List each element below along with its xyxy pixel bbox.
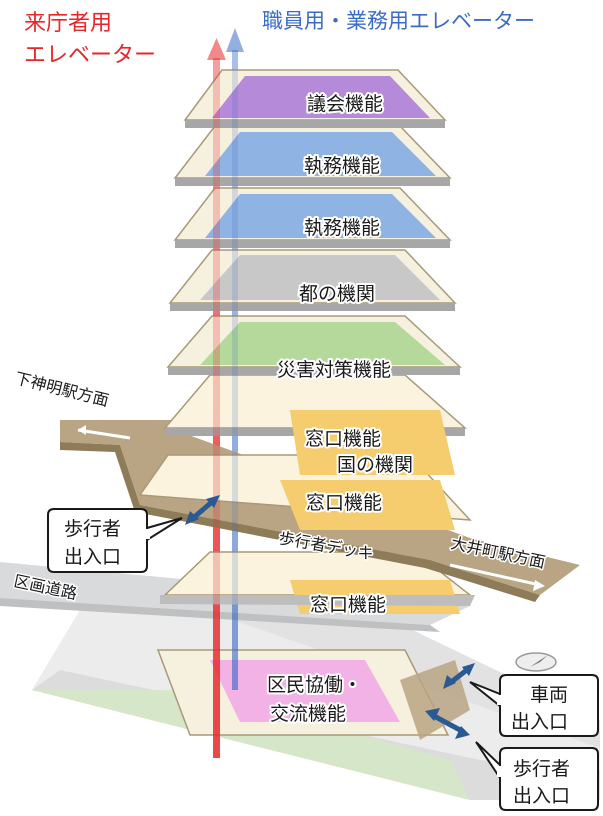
floor-label-community-1: 区民協働・ <box>267 674 362 696</box>
right-entrance-label-2: 出入口 <box>513 785 570 807</box>
floor-label-window-3: 窓口機能 <box>305 428 381 450</box>
vehicle-entrance-label-2: 出入口 <box>511 711 568 733</box>
vehicle-entrance-label-1: 車両 <box>530 684 568 706</box>
floor-label-assembly: 議会機能 <box>307 93 383 115</box>
floor-1 <box>160 551 475 614</box>
floor-6 <box>173 187 452 248</box>
vehicle-entrance-callout: 車両 出入口 <box>469 674 599 737</box>
floor-label-metro: 都の機関 <box>299 283 375 305</box>
left-entrance-label-2: 出入口 <box>64 546 121 568</box>
left-pedestrian-entrance-callout: 歩行者 出入口 <box>47 508 183 573</box>
right-pedestrian-entrance-arrow <box>425 708 470 739</box>
floor-label-executive-lower: 執務機能 <box>304 217 380 239</box>
right-entrance-label-1: 歩行者 <box>513 758 570 780</box>
floor-label-community-2: 交流機能 <box>270 703 346 725</box>
floor-label-window-1: 窓口機能 <box>310 594 386 616</box>
floor-label-national: 国の機関 <box>337 454 413 476</box>
staff-elevator-label: 職員用・業務用エレベーター <box>262 9 535 33</box>
visitor-elevator-label-1: 来庁者用 <box>24 11 112 36</box>
floor-4 <box>166 315 462 375</box>
left-pedestrian-entrance-arrow <box>185 495 220 525</box>
shimoshinmei-direction-label: 下神明駅方面 <box>13 368 111 410</box>
floor-8 <box>183 69 447 128</box>
floor-label-disaster: 災害対策機能 <box>277 359 391 381</box>
floor-3 <box>163 374 467 475</box>
floor-label-window-2: 窓口機能 <box>306 492 382 514</box>
floor-label-executive-upper: 執務機能 <box>304 155 380 177</box>
vehicle-entrance-arrow <box>443 663 475 689</box>
floor-7 <box>173 125 452 186</box>
right-pedestrian-entrance-callout: 歩行者 出入口 <box>475 741 599 811</box>
left-entrance-label-1: 歩行者 <box>64 518 121 540</box>
floor-5 <box>168 249 457 311</box>
visitor-elevator-label-2: エレベーター <box>24 43 156 68</box>
compass-icon <box>515 652 557 672</box>
